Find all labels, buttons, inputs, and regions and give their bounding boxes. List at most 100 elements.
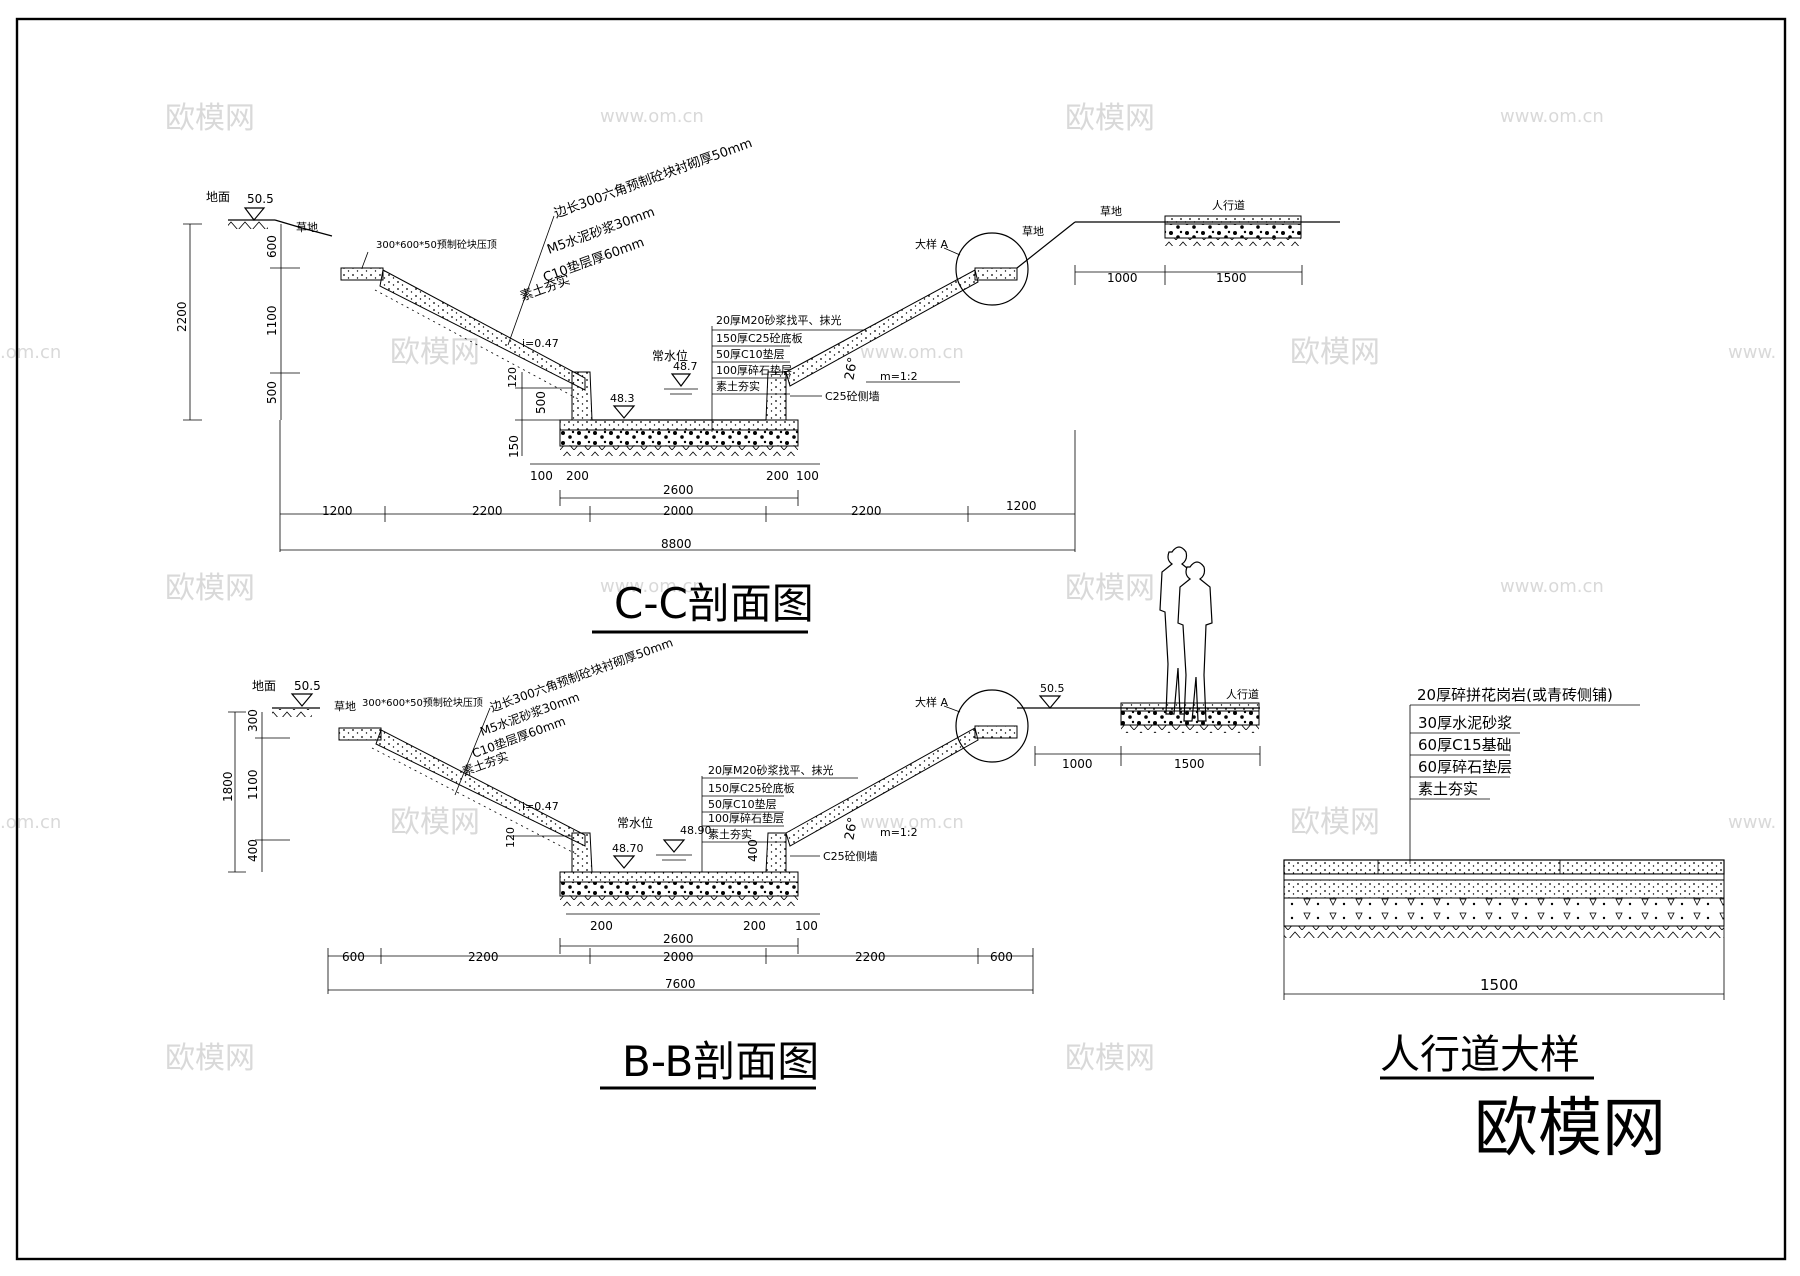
cc-slab-150: 150 [507, 435, 521, 458]
cc-small-dim-1: 100 [530, 469, 553, 483]
walk-c15-layer [1283, 879, 1725, 899]
human-figures [1159, 546, 1213, 722]
cc-inner-2600: 2600 [663, 483, 694, 497]
walk-earth-layer [1284, 926, 1724, 938]
cc-elev-marker-left [243, 207, 266, 221]
watermark-url: www.om.cn [1500, 576, 1604, 597]
cc-section: 地面 50.5 草地 300*600*50预制砼块压顶 边长300六角预制砼块衬… [175, 136, 1340, 634]
cc-right-grass-slope [1016, 221, 1076, 269]
cc-sidewalk-label: 人行道 [1212, 198, 1245, 212]
watermark-logo: 欧模网 [165, 1041, 255, 1076]
bb-hdim-4: 2200 [855, 950, 886, 964]
cc-hdim-2: 2200 [472, 504, 503, 518]
bb-gravel-bed [559, 881, 799, 897]
cc-bed-elev: 48.3 [610, 392, 635, 405]
cc-slope-angle: 26° [842, 356, 861, 381]
person-figure-2 [1177, 561, 1213, 722]
bb-coping-right [974, 725, 1018, 739]
watermark-url: www.om.cn [860, 342, 964, 363]
bb-sidewalk-top [1120, 702, 1260, 712]
bb-vdim-total: 1800 [221, 771, 235, 802]
cc-side-wall-right [765, 371, 787, 421]
cc-water-elev: 48.7 [673, 360, 698, 373]
cc-slope-ratio: m=1:2 [880, 370, 918, 383]
watermark-url: .om.cn [0, 812, 61, 833]
cc-walk-dim-2: 1500 [1216, 271, 1247, 285]
cc-small-dim-3: 200 [766, 469, 789, 483]
walk-title: 人行道大样 [1380, 1032, 1580, 1078]
bb-sidewalk-base [1120, 710, 1260, 726]
bb-wall-h: 120 [504, 827, 517, 848]
bb-elev-marker-left [290, 693, 314, 707]
watermark-url: www.om.cn [600, 576, 704, 597]
cc-side-wall-left [571, 371, 593, 421]
bb-bed-layer-3: 50厚C10垫层 [708, 797, 777, 811]
watermark-logo: 欧模网 [1065, 101, 1155, 136]
cc-sidewalk-base [1164, 223, 1302, 239]
bb-vdim-3: 400 [246, 839, 260, 862]
cc-bed-layer-4: 100厚碎石垫层 [716, 363, 792, 377]
bb-side-wall-right [765, 832, 787, 873]
bb-title: B-B剖面图 [622, 1037, 819, 1086]
watermark-logo: 欧模网 [390, 805, 480, 840]
bb-detail-circle [955, 689, 1029, 763]
bb-water-marker [662, 839, 686, 853]
bb-hdim-5: 600 [990, 950, 1013, 964]
cc-lining-1: 边长300六角预制砼块衬砌厚50mm [552, 136, 754, 222]
cc-bed-marker [612, 405, 636, 419]
bb-bed-layer-4: 100厚碎石垫层 [708, 811, 784, 825]
cc-hdim-5: 1200 [1006, 499, 1037, 513]
bb-vdim-1: 300 [246, 709, 260, 732]
bb-water-elev: 48.90 [680, 824, 712, 837]
bb-hdim-1: 600 [342, 950, 365, 964]
bb-bed-elev: 48.70 [612, 842, 644, 855]
watermark-url: www. [1728, 812, 1776, 833]
cc-side-wall-label: C25砼侧墙 [825, 389, 880, 403]
cc-bed-layer-1: 20厚M20砂浆找平、抹光 [716, 313, 841, 327]
bb-lining-1: 边长300六角预制砼块衬砌厚50mm [488, 635, 675, 714]
bb-wall-400: 400 [746, 839, 760, 862]
cc-detail-a: 大样 A [915, 237, 948, 251]
bb-walk-dim-1: 1000 [1062, 757, 1093, 771]
cc-lining-leader [507, 215, 555, 346]
walk-mortar-layer [1283, 873, 1725, 881]
watermark-url: www.om.cn [860, 812, 964, 833]
walk-paving-layer [1283, 859, 1725, 875]
watermarks: 欧模网 www.om.cn 欧模网 www.om.cn .om.cn 欧模网 w… [0, 101, 1776, 1076]
bb-sidewalk-label: 人行道 [1226, 687, 1259, 701]
brand-logo: 欧模网 [1474, 1092, 1666, 1166]
bb-elev-marker-right [1038, 695, 1062, 709]
bb-small-dim-1: 200 [590, 919, 613, 933]
bb-walk-dim-2: 1500 [1174, 757, 1205, 771]
cc-small-dim-4: 100 [796, 469, 819, 483]
watermark-url: www.om.cn [600, 106, 704, 127]
cc-normal-water-label: 常水位 [652, 348, 688, 363]
walk-layer-1: 20厚碎拼花岗岩(或青砖侧铺) [1417, 686, 1613, 704]
cc-water-marker [670, 373, 692, 387]
cc-slab [559, 419, 799, 431]
bb-slab [559, 871, 799, 883]
bb-ground-elev-right: 50.5 [1040, 682, 1065, 695]
cc-ground-hatch-left [228, 221, 268, 229]
walk-width: 1500 [1480, 976, 1518, 994]
bb-bed-marker [612, 855, 636, 869]
cc-earth-bed [560, 446, 798, 456]
cc-slope-i: i=0.47 [522, 337, 559, 350]
cc-coping-leader [361, 251, 369, 269]
cc-lining-labels: 边长300六角预制砼块衬砌厚50mm [552, 136, 754, 222]
watermark-logo: 欧模网 [1290, 805, 1380, 840]
bb-ground-elev: 50.5 [294, 679, 321, 693]
bb-bed-layer-5: 素土夯实 [708, 827, 752, 841]
sidewalk-detail: 20厚碎拼花岗岩(或青砖侧铺) 30厚水泥砂浆 60厚C15基础 60厚碎石垫层… [1283, 686, 1725, 1080]
bb-section: 地面 50.5 草地 300*600*50预制砼块压顶 边长300六角预制砼块衬… [221, 635, 1261, 1090]
bb-total: 7600 [665, 977, 696, 991]
watermark-logo: 欧模网 [1290, 335, 1380, 370]
bb-coping-label: 300*600*50预制砼块压顶 [362, 696, 483, 709]
cc-grass-line-left [274, 219, 333, 237]
cc-vdim-2: 1100 [265, 305, 279, 336]
bb-bed-layer-2: 150厚C25砼底板 [708, 781, 795, 795]
bb-bed-layer-1: 20厚M20砂浆找平、抹光 [708, 763, 833, 777]
bb-slope-lining-right [785, 727, 979, 847]
cc-total: 8800 [661, 537, 692, 551]
bb-grass-left: 草地 [334, 700, 356, 713]
